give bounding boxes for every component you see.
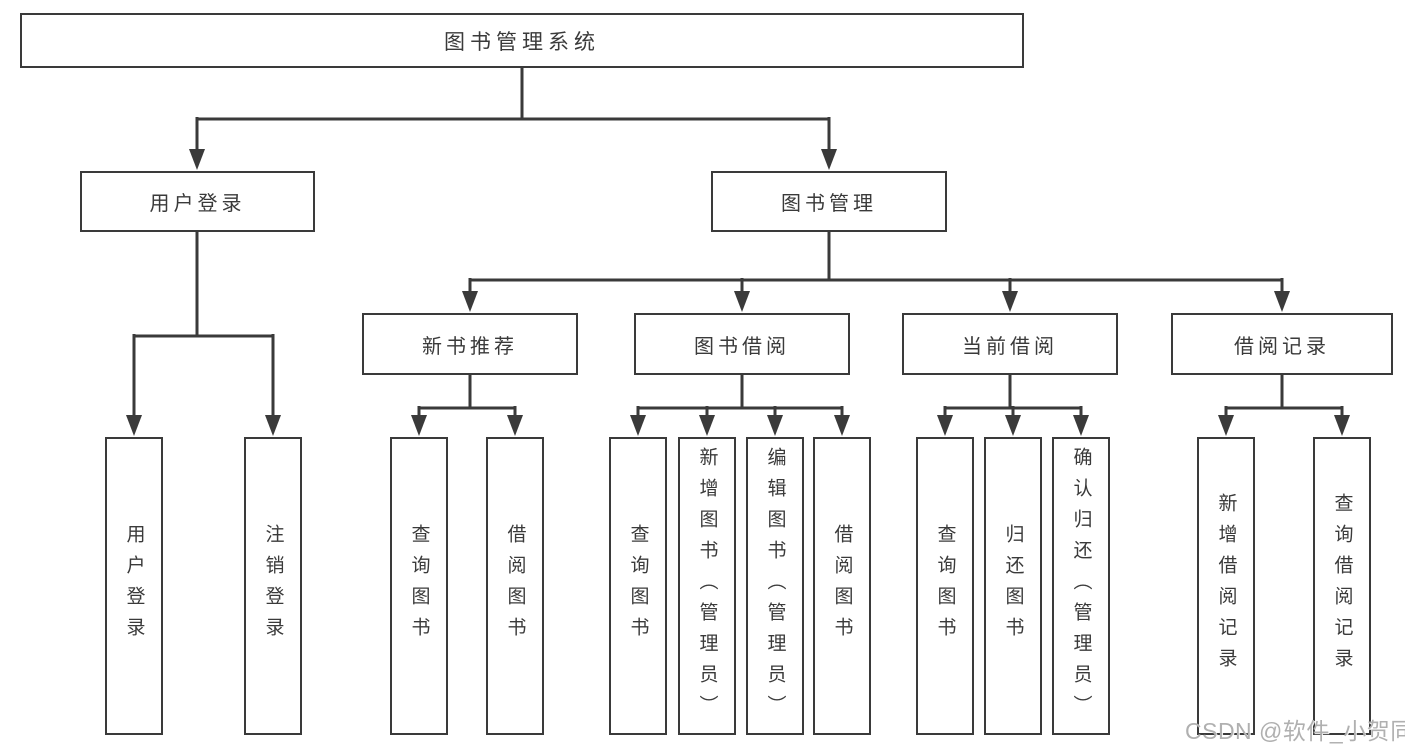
node-current-borrow: 当前借阅 bbox=[902, 313, 1118, 375]
node-borrow-record: 借阅记录 bbox=[1171, 313, 1393, 375]
leaf-user-login: 用户登录 bbox=[105, 437, 163, 735]
node-library-system: 图书管理系统 bbox=[20, 13, 1024, 68]
leaf-query-borrow-record: 查询借阅记录 bbox=[1313, 437, 1371, 735]
node-book-borrow: 图书借阅 bbox=[634, 313, 850, 375]
leaf-logout: 注销登录 bbox=[244, 437, 302, 735]
watermark-text: CSDN @软件_小贺同学 bbox=[1185, 718, 1405, 744]
leaf-confirm-return-admin: 确认归还（管理员） bbox=[1052, 437, 1110, 735]
leaf-borrow-book-borrow: 借阅图书 bbox=[813, 437, 871, 735]
leaf-query-book-borrow: 查询图书 bbox=[609, 437, 667, 735]
leaf-borrow-book-newbook: 借阅图书 bbox=[486, 437, 544, 735]
node-new-book-recommend: 新书推荐 bbox=[362, 313, 578, 375]
arrowheads bbox=[126, 149, 1350, 436]
node-user-login: 用户登录 bbox=[80, 171, 315, 232]
node-book-management: 图书管理 bbox=[711, 171, 947, 232]
leaf-query-book-newbook: 查询图书 bbox=[390, 437, 448, 735]
leaf-return-book: 归还图书 bbox=[984, 437, 1042, 735]
leaf-query-book-current: 查询图书 bbox=[916, 437, 974, 735]
leaf-edit-book-admin: 编辑图书（管理员） bbox=[746, 437, 804, 735]
leaf-add-book-admin: 新增图书（管理员） bbox=[678, 437, 736, 735]
leaf-add-borrow-record: 新增借阅记录 bbox=[1197, 437, 1255, 735]
